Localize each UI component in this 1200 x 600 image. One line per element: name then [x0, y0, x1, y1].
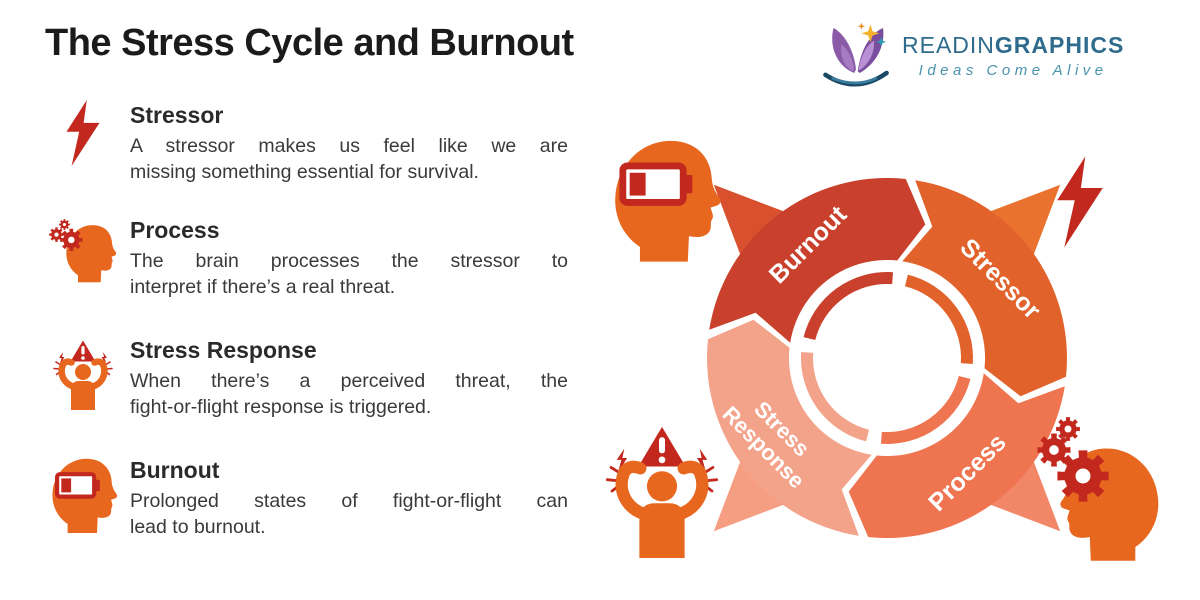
- section-stressor: Stressor A stressor makes us feel like w…: [48, 100, 568, 185]
- brand-suffix: GRAPHICS: [994, 31, 1125, 58]
- cycle-segment-burnout: [709, 178, 926, 343]
- section-desc-line: The brain processes the stressor to: [130, 250, 568, 272]
- section-desc-line: Prolonged states of fight-or-flight can: [130, 490, 568, 512]
- lightning-bolt-icon: [48, 100, 118, 185]
- section-desc-line: When there’s a perceived threat, the: [130, 370, 568, 392]
- head-gears-icon: [48, 215, 118, 300]
- head-battery-icon: [48, 455, 118, 540]
- spike-top-right: [979, 184, 1061, 266]
- process-head-gears-icon: [1037, 417, 1159, 561]
- section-title-process: Process: [130, 217, 220, 243]
- cycle-diagram: Burnout Stressor Process Stress Response: [600, 110, 1159, 561]
- section-process: Process The brain processes the stressor…: [48, 215, 568, 300]
- stress-response-person-icon: [607, 427, 716, 558]
- section-desc-line: missing something essential for survival…: [130, 160, 479, 183]
- section-title-stressor: Stressor: [130, 102, 224, 128]
- spike-top-left: [713, 184, 795, 266]
- logo-text: READINGRAPHICS Ideas Come Alive: [902, 32, 1124, 79]
- spike-bottom-left: [713, 450, 795, 532]
- burnout-head-battery-icon: [615, 141, 720, 262]
- section-burnout: Burnout Prolonged states of fight-or-fli…: [48, 455, 568, 540]
- cycle-segment-process: [848, 373, 1065, 538]
- cycle-inner-ring-stress-response: [801, 351, 870, 442]
- logo: READINGRAPHICS Ideas Come Alive: [820, 22, 1124, 88]
- section-desc-line: lead to burnout.: [130, 515, 266, 538]
- stressed-person-icon: [48, 335, 118, 420]
- brand-name: READINGRAPHICS: [902, 32, 1124, 59]
- cycle-segment-stress-response: [707, 319, 872, 536]
- brand-prefix: READIN: [902, 31, 995, 58]
- page-title: The Stress Cycle and Burnout: [45, 22, 574, 64]
- logo-book-icon: [820, 22, 892, 88]
- section-desc-line: fight-or-flight response is triggered.: [130, 395, 432, 418]
- spike-bottom-right: [979, 450, 1061, 532]
- brand-tagline: Ideas Come Alive: [918, 61, 1108, 79]
- cycle-inner-ring-stressor: [904, 274, 973, 365]
- section-title-burnout: Burnout: [130, 457, 220, 483]
- section-title-stress-response: Stress Response: [130, 337, 317, 363]
- cycle-inner-ring-process: [880, 375, 971, 444]
- section-desc-line: interpret if there’s a real threat.: [130, 275, 396, 298]
- section-stress-response: Stress Response When there’s a perceived…: [48, 335, 568, 420]
- section-desc-line: A stressor makes us feel like we are: [130, 135, 568, 157]
- stressor-lightning-bolt-icon: [1057, 156, 1103, 248]
- cycle-inner-ring-burnout: [803, 272, 894, 341]
- cycle-segment-stressor: [902, 180, 1067, 397]
